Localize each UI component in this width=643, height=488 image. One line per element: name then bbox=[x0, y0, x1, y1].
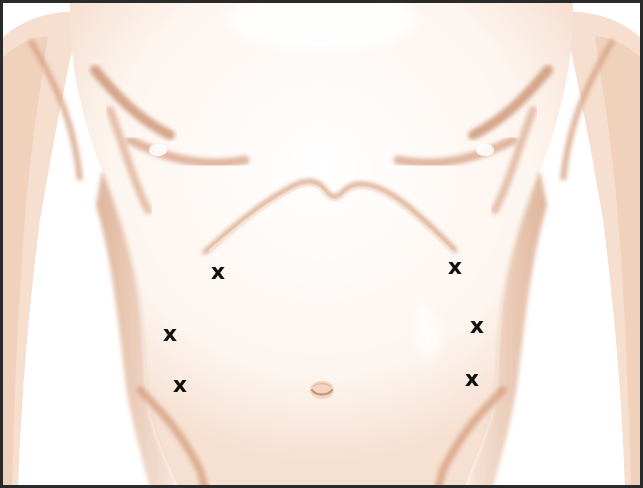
navel bbox=[310, 381, 334, 399]
marker-2: x bbox=[163, 322, 177, 347]
marker-6: x bbox=[465, 367, 479, 392]
marker-3: x bbox=[173, 373, 187, 398]
marker-5: x bbox=[470, 314, 484, 339]
marker-4: x bbox=[448, 255, 462, 280]
marker-1: x bbox=[211, 260, 225, 285]
